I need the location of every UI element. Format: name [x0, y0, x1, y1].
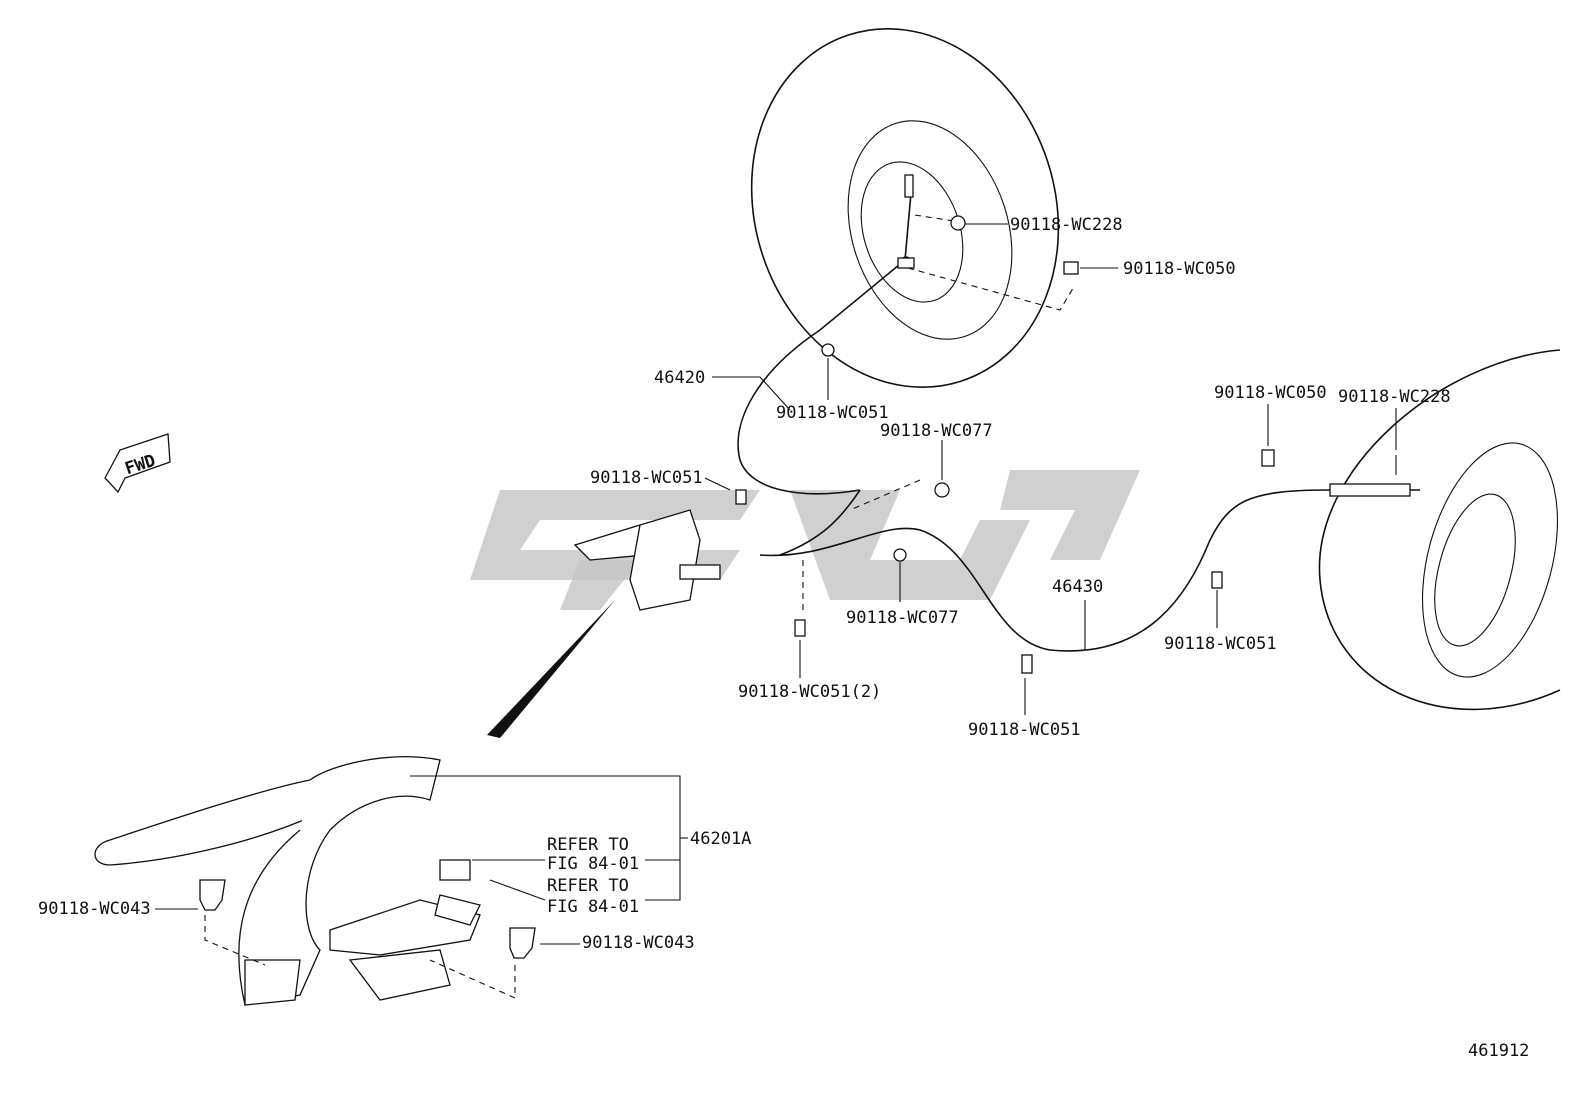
lever-assembly-detail: [94, 756, 481, 1006]
label-90118-wc051-a: 90118-WC051: [776, 403, 889, 423]
lever-assembly-small: [573, 509, 721, 611]
label-90118-wc043-left: 90118-WC043: [38, 899, 151, 919]
cable-46420: [737, 174, 1076, 556]
diagram-id: 461912: [1468, 1041, 1529, 1061]
leader-lines: [155, 223, 1397, 945]
label-90118-wc051-b: 90118-WC051: [590, 468, 703, 488]
label-90118-wc228-right: 90118-WC228: [1338, 387, 1451, 407]
part-labels: 90118-WC228 90118-WC050 46420 90118-WC05…: [38, 215, 1529, 1061]
label-fig-84-01-1: FIG 84-01: [547, 854, 639, 874]
label-90118-wc050-right: 90118-WC050: [1214, 383, 1327, 403]
label-90118-wc043-right: 90118-WC043: [582, 933, 695, 953]
cable-46430: [759, 479, 1420, 652]
label-90118-wc051-2: 90118-WC051(2): [738, 682, 881, 702]
label-refer-to-2: REFER TO: [547, 876, 629, 896]
label-46430: 46430: [1052, 577, 1103, 597]
label-fig-84-01-2: FIG 84-01: [547, 897, 639, 917]
fwd-direction-badge: FWD: [104, 433, 171, 494]
label-90118-wc228-top: 90118-WC228: [1010, 215, 1123, 235]
rear-wheel-left: [750, 28, 1060, 388]
fastener-symbols: [199, 215, 1397, 999]
detail-pointer-arrow: [487, 600, 615, 738]
label-46201a: 46201A: [690, 829, 751, 849]
label-90118-wc050-top: 90118-WC050: [1123, 259, 1236, 279]
label-46420: 46420: [654, 368, 705, 388]
label-90118-wc051-c: 90118-WC051: [968, 720, 1081, 740]
label-90118-wc051-d: 90118-WC051: [1164, 634, 1277, 654]
label-90118-wc077-b: 90118-WC077: [846, 608, 959, 628]
watermark-logo: [470, 470, 1140, 610]
label-90118-wc077-a: 90118-WC077: [880, 421, 993, 441]
rear-wheel-right: [1318, 349, 1561, 711]
label-refer-to-1: REFER TO: [547, 835, 629, 855]
